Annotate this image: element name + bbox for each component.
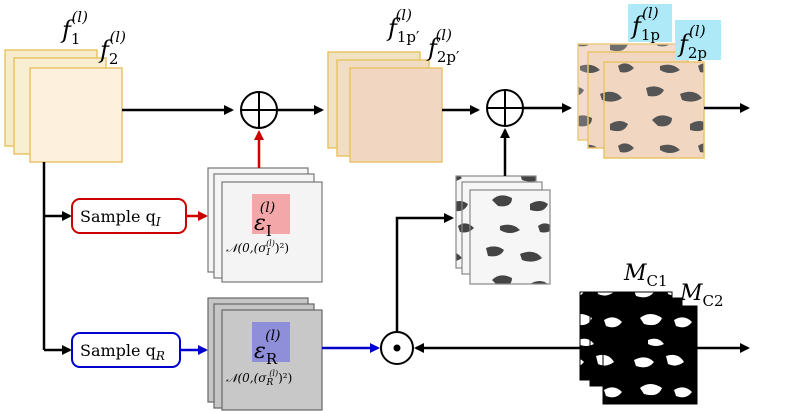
feature-map-f2	[29, 67, 123, 163]
arrow-product-to-masked-noise	[395, 213, 454, 332]
input-feature-stack	[4, 49, 123, 163]
label-f1p-prime: f1p′(l)	[386, 6, 420, 46]
sample-r-label: Sample qR	[80, 341, 165, 363]
mask-mc2	[602, 305, 698, 405]
label-f2p-highlight	[675, 20, 721, 60]
noise-i-highlight	[252, 194, 290, 234]
noise-i-symbol: εI(l)	[254, 200, 275, 240]
label-mc1: MC1	[623, 261, 668, 290]
sum-node-1	[240, 91, 278, 129]
noise-r-highlight	[252, 322, 290, 362]
sample-i-label: Sample qI	[80, 207, 161, 229]
noise-i-distribution: 𝒩(0,(σI(l))²)	[226, 239, 289, 258]
label-f2p: f2p(l)	[677, 22, 707, 62]
output-feature-stack	[577, 43, 705, 159]
label-mc2: MC2	[679, 281, 724, 310]
label-f2p-prime: f2p′(l)	[426, 26, 460, 66]
masked-noise-front	[469, 189, 551, 285]
mid-feature-stack	[327, 51, 443, 163]
feature-map-f2p	[603, 61, 705, 159]
noise-r-stack	[207, 297, 323, 411]
masked-noise-stack	[455, 175, 551, 285]
product-node	[380, 331, 414, 365]
label-f1: f1(l)	[60, 8, 88, 48]
feature-map-f2p-prime	[349, 67, 443, 163]
label-f1p-highlight	[628, 4, 672, 42]
noise-r-symbol: εR(l)	[254, 328, 281, 368]
mask-stack	[579, 291, 698, 405]
noise-i-stack	[207, 167, 323, 283]
label-f2: f2(l)	[98, 28, 126, 68]
sum-node-2	[486, 89, 524, 127]
label-f1p: f1p(l)	[630, 4, 660, 44]
noise-r-distribution: 𝒩(0,(σR(l))²)	[226, 369, 292, 388]
